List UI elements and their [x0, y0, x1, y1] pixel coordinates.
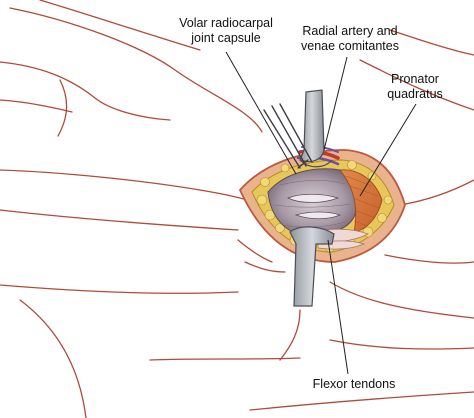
- label-flexor-line1: Flexor tendons: [312, 377, 396, 391]
- leader-radial: [323, 56, 348, 151]
- lower-retractor: [289, 226, 335, 307]
- incision-wound: [238, 145, 406, 263]
- leader-pronator: [359, 103, 417, 197]
- upper-retractor: [299, 89, 333, 168]
- label-volar-radiocarpal-joint-capsule: Volar radiocarpal joint capsule: [166, 16, 286, 46]
- leader-flexor: [327, 239, 349, 375]
- leader-lines: [225, 51, 417, 375]
- label-flexor-tendons: Flexor tendons: [304, 377, 404, 392]
- forceps: [263, 103, 313, 169]
- label-pronator-line1: Pronator: [391, 72, 439, 86]
- leader-capsule: [225, 51, 297, 175]
- label-pronator-line2: quadratus: [387, 87, 443, 101]
- label-pronator-quadratus: Pronator quadratus: [370, 72, 460, 102]
- label-capsule-line1: Volar radiocarpal: [179, 16, 273, 30]
- label-capsule-line2: joint capsule: [191, 31, 261, 45]
- label-radial-line2: venae comitantes: [301, 39, 399, 53]
- label-radial-artery: Radial artery and venae comitantes: [290, 24, 410, 54]
- label-radial-line1: Radial artery and: [302, 24, 398, 38]
